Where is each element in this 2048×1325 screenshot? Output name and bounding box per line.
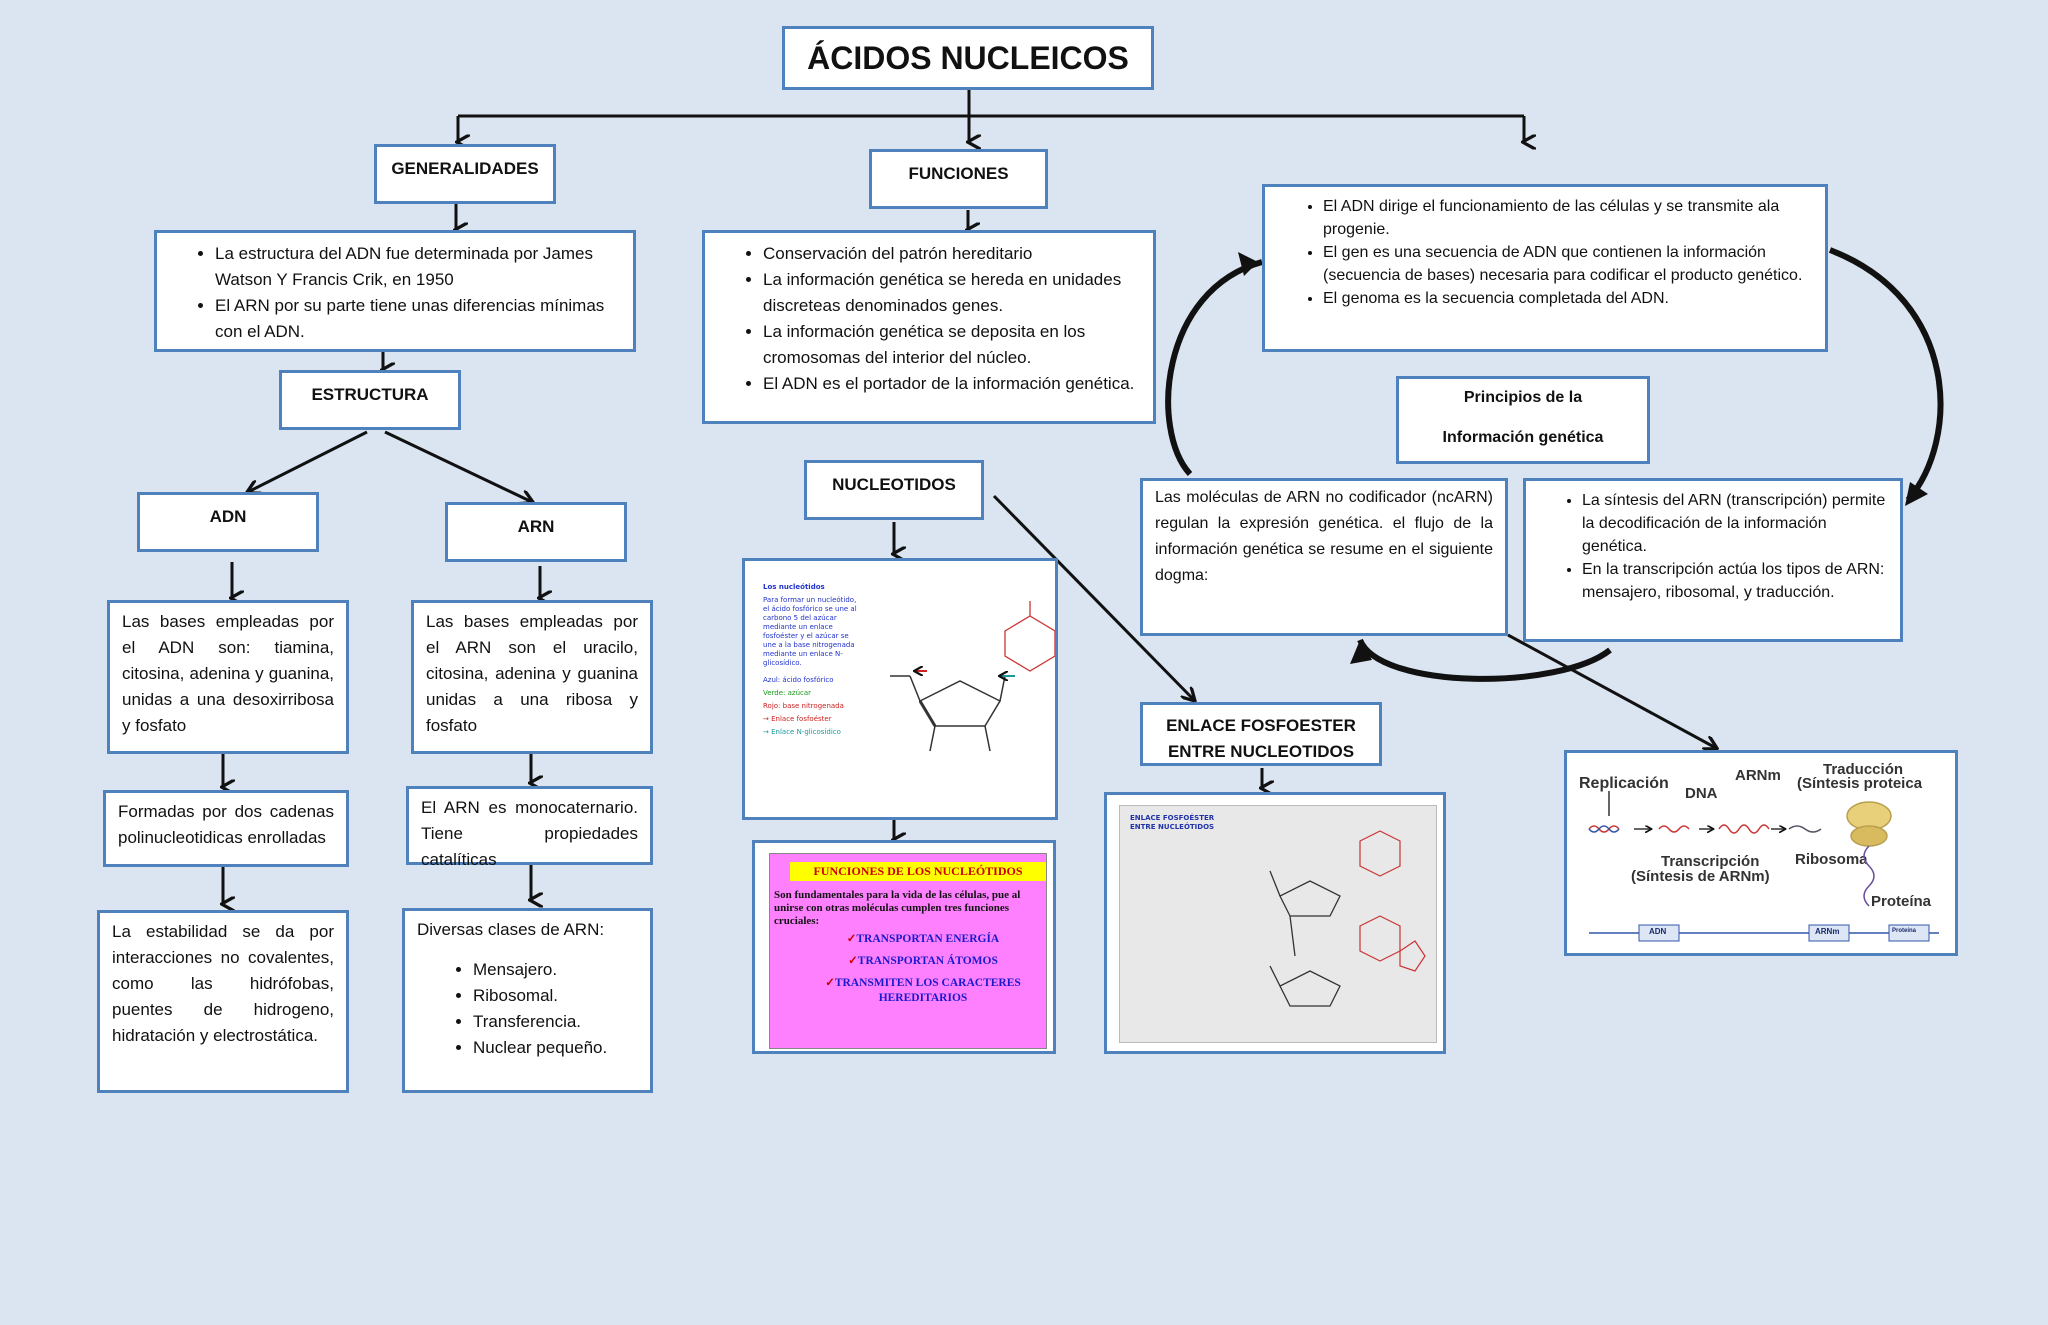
adn-header: ADN (137, 492, 319, 552)
dogma-central-image: Replicación DNA ARNm Traducción (Síntesi… (1564, 750, 1958, 956)
dogma-transcripcion-sub: (Síntesis de ARNm) (1631, 868, 1770, 885)
adn-estabilidad-box: La estabilidad se da por interacciones n… (97, 910, 349, 1093)
arn-clases-intro: Diversas clases de ARN: (417, 920, 605, 939)
nucleotide-image-title: Los nucleótidos (763, 583, 825, 591)
adn-bases-text: Las bases empleadas por el ADN son: tiam… (122, 612, 334, 735)
arn-mono-box: El ARN es monocaternario. Tiene propieda… (406, 786, 653, 869)
page-title-box: ÁCIDOS NUCLEICOS (782, 26, 1154, 90)
dogma-arnm: ARNm (1735, 767, 1781, 784)
generalidades-item: El ARN por su parte tiene unas diferenci… (215, 293, 621, 345)
enlace-fosfoester-image: ENLACE FOSFOÉSTER ENTRE NUCLEÓTIDOS (1104, 792, 1446, 1054)
nucleotidos-label: NUCLEOTIDOS (832, 475, 956, 494)
nucleotidos-header: NUCLEOTIDOS (804, 460, 984, 520)
enlace-molecule-drawing (1269, 830, 1426, 1007)
enlace-image-title: ENLACE FOSFOÉSTER ENTRE NUCLEÓTIDOS (1130, 814, 1215, 831)
dogma-drawing (1588, 791, 1939, 942)
funciones-item: Conservación del patrón hereditario (763, 241, 1141, 267)
adn-cadenas-text: Formadas por dos cadenas polinucleotidic… (118, 802, 334, 847)
nucleotide-image-text: Para formar un nucleótido, el ácido fosf… (763, 596, 857, 667)
arn-clase-item: Mensajero. (473, 957, 638, 983)
dogma-bar-adn: ADN (1649, 927, 1667, 936)
funcion-item-caracteres: ✓TRANSMITEN LOS CARACTERES HEREDITARIOS (825, 977, 1021, 1004)
generalidades-label: GENERALIDADES (391, 159, 539, 178)
legend-glicosidico: → Enlace N-glicosídico (763, 728, 841, 736)
arn-mono-text: El ARN es monocaternario. Tiene propieda… (421, 798, 638, 869)
dogma-dna: DNA (1685, 785, 1718, 802)
dogma-transcripcion: Transcripción (1661, 853, 1760, 870)
dogma-replicacion: Replicación (1579, 775, 1669, 792)
legend-fosfoester: → Enlace fosfoéster (763, 715, 832, 723)
enlace-header: ENLACE FOSFOESTER ENTRE NUCLEOTIDOS (1140, 702, 1382, 766)
dogma-traduccion: Traducción (1823, 761, 1904, 778)
funciones-nucleotidos-title: FUNCIONES DE LOS NUCLEÓTIDOS (790, 862, 1046, 881)
estructura-label: ESTRUCTURA (311, 385, 429, 404)
page-title: ÁCIDOS NUCLEICOS (807, 39, 1129, 76)
sintesis-item: La síntesis del ARN (transcripción) perm… (1582, 489, 1888, 558)
adn-bases-box: Las bases empleadas por el ADN son: tiam… (107, 600, 349, 754)
dogma-ribosoma: Ribosoma (1795, 851, 1868, 868)
ncarn-text: Las moléculas de ARN no codificador (ncA… (1155, 489, 1493, 584)
arn-header: ARN (445, 502, 627, 562)
funcion-item-atomos: ✓TRANSPORTAN ÁTOMOS (848, 955, 998, 967)
sintesis-box: La síntesis del ARN (transcripción) perm… (1523, 478, 1903, 642)
info-adn-item: El ADN dirige el funcionamiento de las c… (1323, 195, 1811, 241)
dogma-traduccion-sub: (Síntesis proteica (1797, 775, 1923, 792)
adn-cadenas-box: Formadas por dos cadenas polinucleotidic… (103, 790, 349, 867)
dogma-bar-proteina: Proteína (1892, 928, 1917, 934)
principios-header: Principios de la Información genética (1396, 376, 1650, 464)
generalidades-box: La estructura del ADN fue determinada po… (154, 230, 636, 352)
legend-verde: Verde: azúcar (763, 689, 812, 697)
info-adn-box: El ADN dirige el funcionamiento de las c… (1262, 184, 1828, 352)
info-adn-item: El genoma es la secuencia completada del… (1323, 287, 1811, 310)
nucleotide-molecule-drawing (890, 601, 1055, 752)
funciones-item: La información genética se hereda en uni… (763, 267, 1141, 319)
funciones-nucleotidos-intro: Son fundamentales para la vida de las cé… (774, 889, 1021, 927)
arn-clase-item: Transferencia. (473, 1009, 638, 1035)
funciones-nucleotidos-image: FUNCIONES DE LOS NUCLEÓTIDOS Son fundame… (752, 840, 1056, 1054)
generalidades-item: La estructura del ADN fue determinada po… (215, 241, 621, 293)
arn-label: ARN (517, 517, 555, 536)
legend-azul: Azul: ácido fosfórico (763, 676, 834, 684)
dogma-bar-arnm: ARNm (1815, 927, 1840, 936)
dogma-proteina: Proteína (1871, 893, 1932, 910)
arn-clases-box: Diversas clases de ARN: Mensajero. Ribos… (402, 908, 653, 1093)
funcion-item-energia: ✓TRANSPORTAN ENERGÍA (846, 933, 1000, 945)
arn-clase-item: Nuclear pequeño. (473, 1035, 638, 1061)
principios-line1: Principios de la (1463, 389, 1583, 406)
generalidades-header: GENERALIDADES (374, 144, 556, 204)
funciones-item: El ADN es el portador de la información … (763, 371, 1141, 397)
ncarn-box: Las moléculas de ARN no codificador (ncA… (1140, 478, 1508, 636)
principios-line2: Información genética (1442, 429, 1604, 446)
nucleotide-structure-image: Los nucleótidos Para formar un nucleótid… (742, 558, 1058, 820)
info-adn-item: El gen es una secuencia de ADN que conti… (1323, 241, 1811, 287)
legend-rojo: Rojo: base nitrogenada (763, 702, 844, 710)
funciones-box: Conservación del patrón hereditario La i… (702, 230, 1156, 424)
funciones-header: FUNCIONES (869, 149, 1048, 209)
enlace-label: ENLACE FOSFOESTER ENTRE NUCLEOTIDOS (1166, 716, 1356, 761)
adn-estabilidad-text: La estabilidad se da por interacciones n… (112, 922, 334, 1045)
adn-label: ADN (209, 507, 247, 526)
arn-bases-text: Las bases empleadas por el ARN son el ur… (426, 612, 638, 735)
funciones-label: FUNCIONES (908, 164, 1009, 183)
enlace-image-text (1130, 846, 1220, 886)
arn-bases-box: Las bases empleadas por el ARN son el ur… (411, 600, 653, 754)
funciones-item: La información genética se deposita en l… (763, 319, 1141, 371)
arn-clase-item: Ribosomal. (473, 983, 638, 1009)
sintesis-item: En la transcripción actúa los tipos de A… (1582, 558, 1888, 604)
estructura-header: ESTRUCTURA (279, 370, 461, 430)
